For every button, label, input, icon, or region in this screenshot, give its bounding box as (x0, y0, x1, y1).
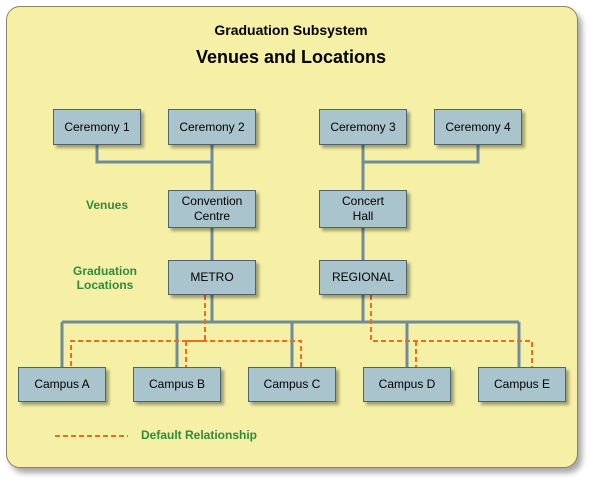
concert-hall-label: Concert Hall (341, 194, 385, 223)
connector-ceremony3 (361, 145, 480, 164)
concert-hall-box: Concert Hall (319, 190, 407, 228)
regional-box: REGIONAL (319, 260, 407, 295)
default-metro (70, 295, 302, 368)
graduation-locations-label: Graduation Locations (72, 264, 137, 292)
campus-a-box: Campus A (18, 367, 106, 402)
campus-c-box: Campus C (248, 367, 336, 402)
metro-box: METRO (168, 260, 256, 295)
convention-centre-box: Convention Centre (168, 190, 256, 228)
ceremony-3-box: Ceremony 3 (319, 109, 407, 145)
campus-d-box: Campus D (363, 367, 451, 402)
main-title: Venues and Locations (195, 47, 387, 67)
venues-label: Venues (85, 198, 129, 212)
campus-b-box: Campus B (133, 367, 221, 402)
connector-ceremony1 (95, 145, 212, 164)
default-relationship-label: Default Relationship (141, 428, 258, 442)
default-regional (370, 295, 533, 368)
convention-centre-label: Convention Centre (181, 194, 243, 223)
subsystem-title: Graduation Subsystem (214, 22, 368, 38)
ceremony-4-box: Ceremony 4 (434, 109, 522, 145)
ceremony-2-box: Ceremony 2 (168, 109, 256, 145)
campus-e-box: Campus E (478, 367, 566, 402)
ceremony-1-box: Ceremony 1 (53, 109, 141, 145)
